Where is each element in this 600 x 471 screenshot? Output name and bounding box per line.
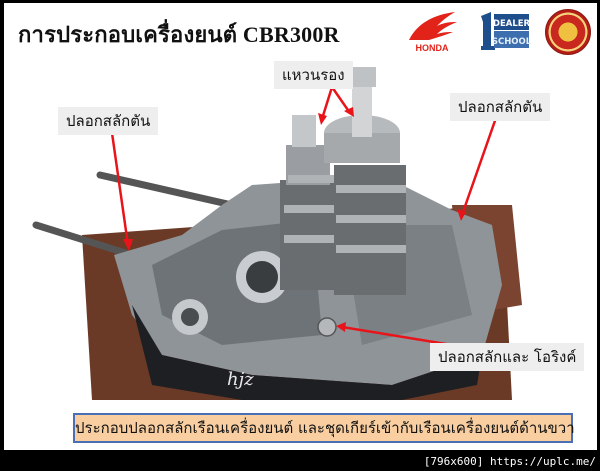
svg-text:DEALER: DEALER bbox=[493, 19, 531, 29]
engine-crankcase-photo: hjz bbox=[32, 67, 522, 400]
label-dowel-pin-right: ปลอกสลักตัน bbox=[450, 93, 551, 121]
honda-wing-icon: HONDA bbox=[409, 12, 457, 53]
svg-text:HONDA: HONDA bbox=[416, 43, 449, 53]
dealer-school-logo: DEALER SCHOOL bbox=[477, 10, 532, 54]
gear-stack-right bbox=[324, 67, 406, 295]
svg-text:hjz: hjz bbox=[227, 369, 254, 390]
callout-arrows bbox=[110, 86, 499, 347]
honda-logo: HONDA bbox=[401, 10, 463, 54]
institution-seal-logo bbox=[545, 9, 591, 55]
dealer-school-emblem-icon: DEALER SCHOOL bbox=[481, 12, 532, 50]
slide: การประกอบเครื่องยนต์ CBR300R HONDA DEALE… bbox=[4, 3, 597, 450]
image-watermark: [796x600] https://uplc.me/ bbox=[423, 455, 596, 468]
svg-text:SCHOOL: SCHOOL bbox=[492, 37, 531, 47]
label-dowel-pin-oring: ปลอกสลักและ โอริงค์ bbox=[430, 343, 585, 371]
logo-bar: HONDA DEALER SCHOOL bbox=[401, 9, 591, 55]
gear-stack-left bbox=[280, 115, 338, 290]
label-spacer-washer: แหวนรอง bbox=[274, 61, 353, 89]
label-dowel-pin-left: ปลอกสลักตัน bbox=[58, 107, 159, 135]
slide-caption: ประกอบปลอกสลักเรือนเครื่องยนต์ และชุดเกี… bbox=[73, 413, 575, 443]
slide-title: การประกอบเครื่องยนต์ CBR300R bbox=[18, 22, 340, 47]
